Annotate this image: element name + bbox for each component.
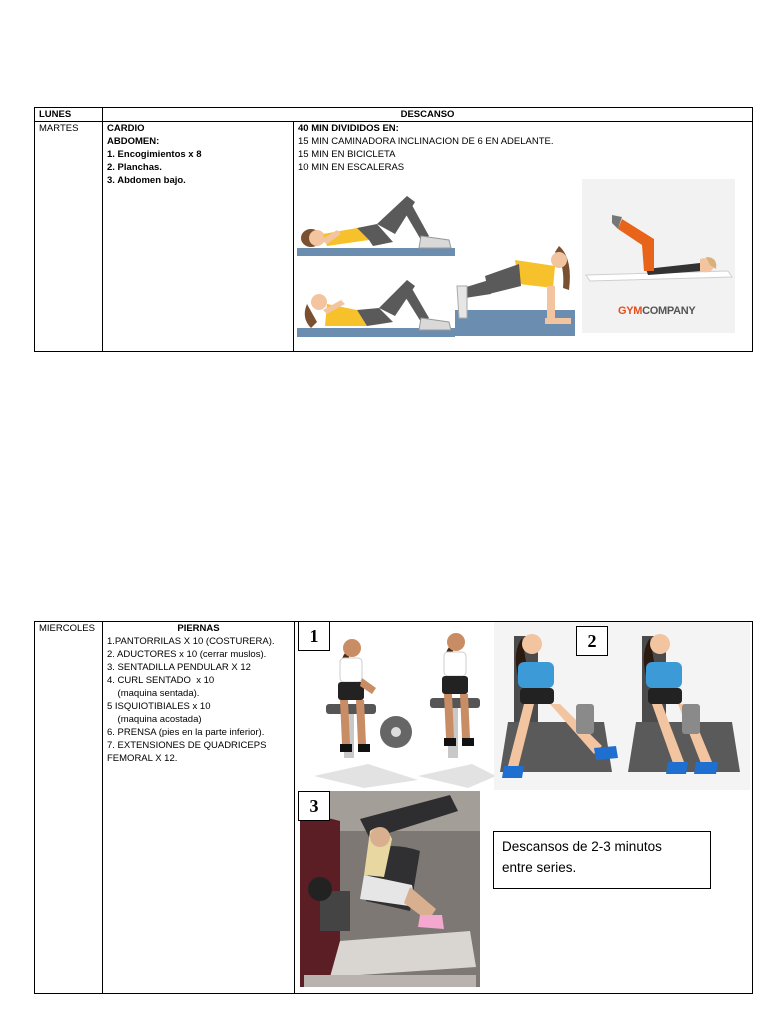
day-cell-tuesday: MARTES: [34, 121, 103, 352]
cardio-line: 10 MIN EN ESCALERAS: [298, 162, 405, 173]
rest-note-line: Descansos de 2-3 minutos: [502, 839, 662, 854]
tuesday-ex-line: 2. Planchas.: [107, 162, 162, 173]
section-heading: PIERNAS: [177, 623, 220, 634]
leg-curl-photo: [300, 791, 480, 987]
crunch-illustration: [297, 196, 455, 256]
crunch-illustration: [297, 280, 455, 337]
leg-raise-image: GYMCOMPANY: [582, 179, 735, 333]
leg-exercise-line: 7. EXTENSIONES DE QUADRICEPS: [107, 740, 267, 751]
tuesday-exercises: CARDIO ABDOMEN: 1. Encogimientos x 8 2. …: [102, 121, 294, 352]
leg-exercise-line: (maquina acostada): [107, 714, 202, 725]
leg-exercise-line: 1.PANTORRILAS X 10 (COSTURERA).: [107, 636, 275, 647]
adductor-image: [494, 622, 750, 790]
leg-curl-photo-illustration: [300, 791, 480, 987]
plank-illustration: [455, 246, 575, 336]
adductor-illustration: [500, 634, 740, 778]
rest-note-box: Descansos de 2-3 minutos entre series.: [493, 831, 711, 889]
leg-exercise-line: (maquina sentada).: [107, 688, 200, 699]
tuesday-ex-line: 1. Encogimientos x 8: [107, 149, 202, 160]
leg-exercise-line: FEMORAL X 12.: [107, 753, 178, 764]
tuesday-ex-line: CARDIO: [107, 123, 145, 134]
cardio-line: 15 MIN CAMINADORA INCLINACION DE 6 EN AD…: [298, 136, 554, 147]
leg-raise-illustration: [585, 215, 733, 282]
monday-activity: DESCANSO: [102, 107, 753, 122]
day-cell-wednesday: MIERCOLES: [34, 621, 103, 994]
calf-raise-illustration: [314, 633, 494, 788]
day-cell-monday: LUNES: [34, 107, 103, 122]
cardio-line: 15 MIN EN BICICLETA: [298, 149, 396, 160]
tuesday-ex-line: 3. Abdomen bajo.: [107, 175, 186, 186]
rest-note-line: entre series.: [502, 860, 577, 875]
figure-number-label: 2: [576, 626, 608, 656]
brand-logo: GYMCOMPANY: [618, 305, 696, 317]
leg-exercise-line: 6. PRENSA (pies en la parte inferior).: [107, 727, 265, 738]
leg-exercise-line: 2. ADUCTORES x 10 (cerrar muslos).: [107, 649, 267, 660]
tuesday-ex-line: ABDOMEN:: [107, 136, 160, 147]
cardio-line: 40 MIN DIVIDIDOS EN:: [298, 123, 399, 134]
wednesday-exercises: PIERNAS 1.PANTORRILAS X 10 (COSTURERA). …: [102, 621, 295, 994]
leg-exercise-line: 3. SENTADILLA PENDULAR X 12: [107, 662, 251, 673]
leg-exercise-line: 4. CURL SENTADO x 10: [107, 675, 215, 686]
figure-number-label: 1: [298, 621, 330, 651]
figure-number-label: 3: [298, 791, 330, 821]
leg-exercise-line: 5 ISQUIOTIBIALES x 10: [107, 701, 211, 712]
